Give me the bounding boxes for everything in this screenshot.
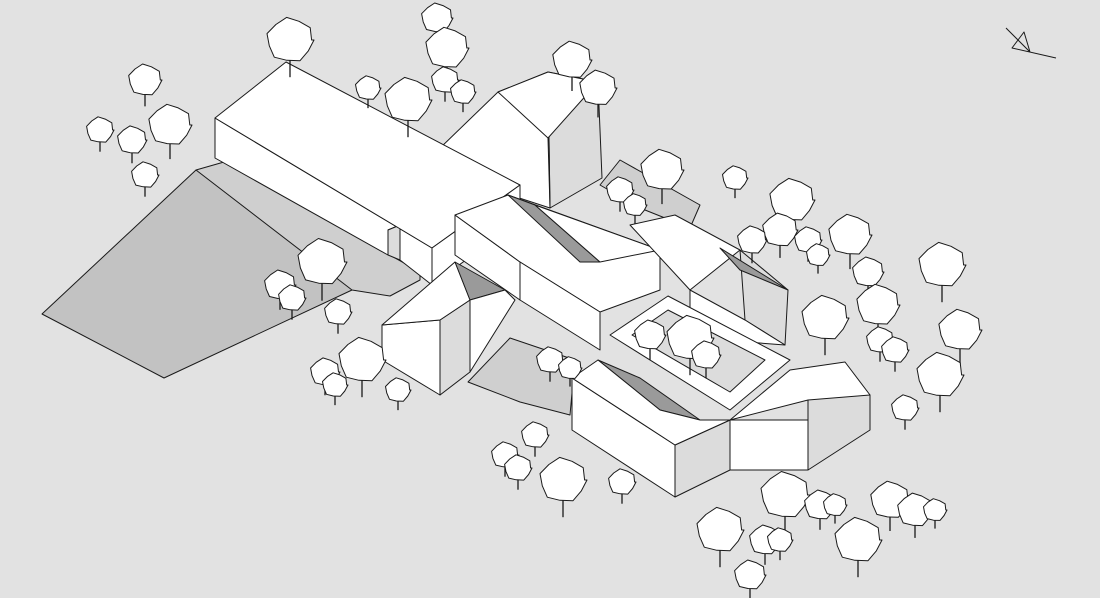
tree-icon (806, 243, 831, 274)
tree-icon (579, 69, 618, 118)
tree-icon (767, 527, 794, 561)
tree-icon (623, 193, 648, 224)
tree-icon (86, 116, 115, 152)
tree-icon (823, 493, 848, 524)
tree-icon (450, 79, 477, 113)
tree-icon (881, 336, 910, 372)
tree-icon (691, 340, 722, 379)
tree-icon (891, 394, 920, 430)
tree-icon (536, 346, 565, 382)
tree-icon (634, 319, 667, 360)
ground-layer (41, 139, 701, 416)
tree-icon (266, 16, 315, 78)
tree-icon (760, 471, 811, 534)
north-wing (437, 71, 603, 209)
tree-icon (128, 63, 163, 107)
tree-icon (737, 225, 768, 264)
trees-layer (86, 2, 983, 598)
tree-icon (558, 356, 583, 387)
building-complex (214, 61, 871, 498)
tree-icon (606, 176, 635, 212)
tree-icon (918, 241, 967, 303)
tree-icon (425, 26, 470, 83)
tree-icon (148, 103, 193, 160)
tree-icon (338, 336, 387, 398)
tree-icon (828, 213, 873, 270)
east-house (629, 214, 789, 346)
tree-icon (762, 212, 799, 258)
tree-icon (801, 294, 850, 356)
tree-icon (539, 456, 588, 518)
tree-icon (322, 372, 349, 406)
south-house-east (729, 361, 871, 471)
tree-icon (916, 351, 965, 413)
tree-icon (504, 454, 533, 490)
tree-icon (521, 421, 550, 457)
tree-icon (608, 468, 637, 504)
tree-icon (640, 148, 685, 205)
tree-icon (131, 161, 160, 197)
west-house (381, 261, 516, 396)
south-house-west (571, 359, 731, 498)
north-arrow-icon (1005, 27, 1057, 59)
central-hub (454, 194, 661, 351)
tree-icon (923, 498, 948, 529)
tree-icon (722, 165, 749, 199)
tree-icon (385, 377, 412, 411)
tree-icon (384, 76, 433, 138)
tree-icon (324, 298, 353, 334)
tree-icon (696, 506, 745, 568)
tree-icon (552, 40, 593, 91)
tree-icon (938, 308, 983, 365)
tree-icon (278, 284, 307, 320)
tree-icon (734, 559, 767, 598)
tree-icon (834, 516, 883, 578)
tree-icon (297, 238, 348, 301)
tree-icon (117, 125, 148, 164)
tree-icon (355, 75, 382, 109)
